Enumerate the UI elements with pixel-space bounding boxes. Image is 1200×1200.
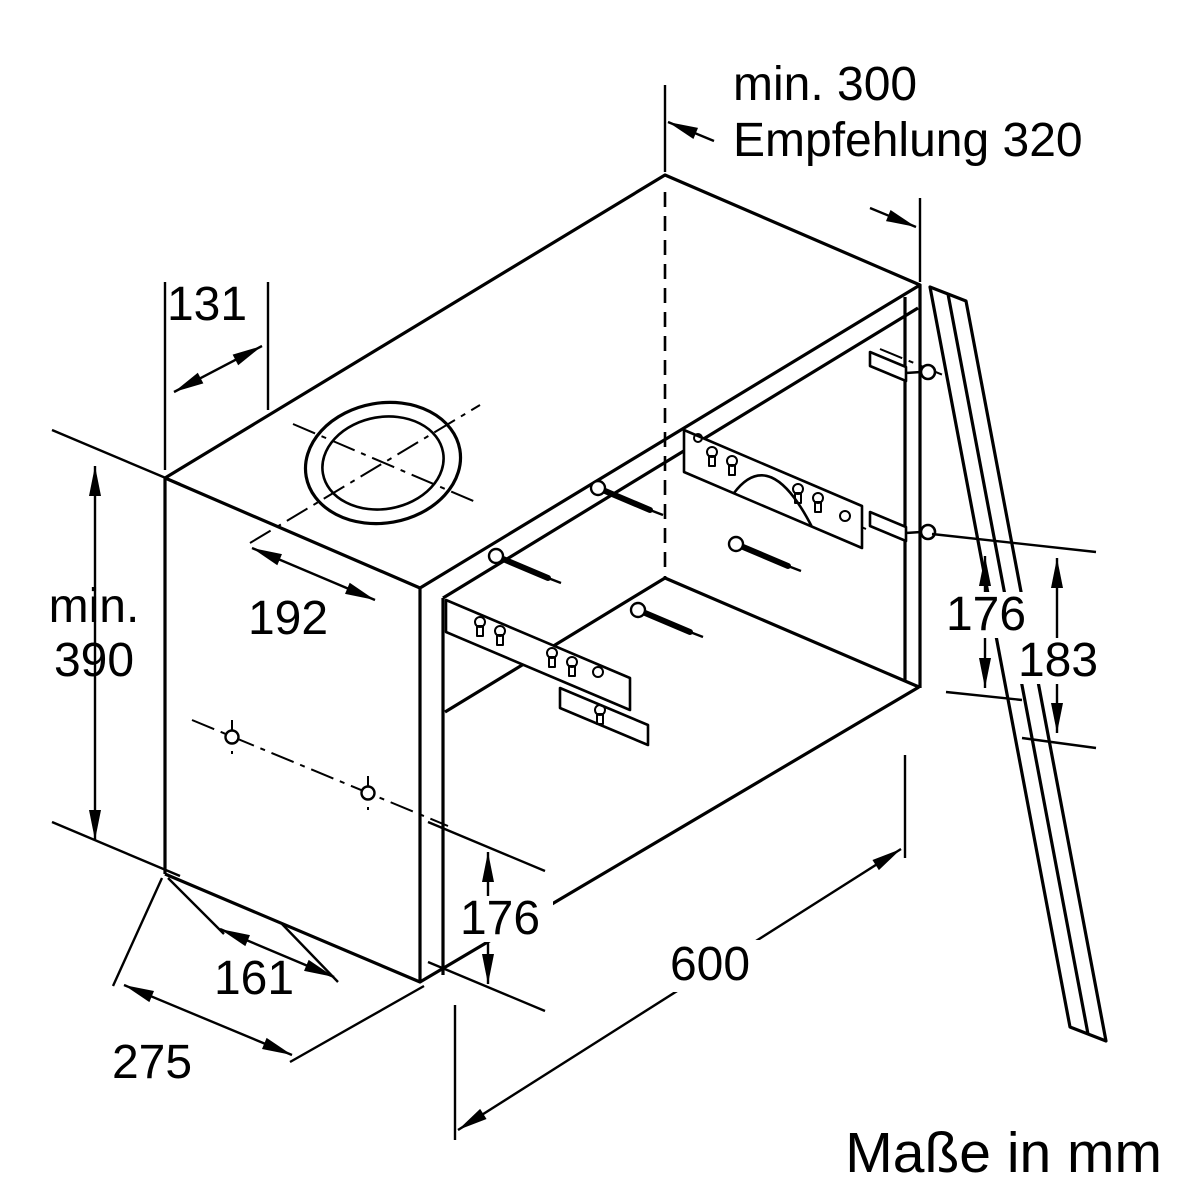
dimension-arrow [123, 983, 293, 1057]
dim-192-label: 192 [248, 592, 328, 645]
extension-lines [163, 282, 270, 470]
mounting-bracket-right [682, 428, 864, 550]
label-mask [936, 592, 1036, 638]
dim-161-label: 161 [214, 952, 294, 1005]
dim-hinge-offset-inner: 176 [931, 532, 1097, 702]
mounting-rail-left [444, 598, 650, 747]
dim-front-panel-height: 176 [427, 820, 553, 1013]
dim-600-label: 600 [670, 938, 750, 991]
extension-lines [663, 85, 922, 282]
dim-183-label: 183 [1018, 634, 1098, 687]
label-mask [1008, 638, 1108, 684]
dim-top-clearance: min. 300 Empfehlung 320 [663, 58, 1083, 282]
hinge-pins [919, 363, 937, 541]
extension-lines [931, 532, 1097, 702]
screw-tips [547, 508, 802, 639]
dimension-arrow [173, 344, 263, 394]
units-note: Maße in mm [845, 1121, 1162, 1185]
extension-lines [1021, 736, 1097, 750]
dim-bottom-total-depth: 275 [111, 877, 425, 1089]
drill-holes [224, 729, 376, 801]
dim-top-min-label: min. 300 [733, 58, 917, 111]
mounting-hardware [444, 428, 864, 747]
dim-bottom-inner-depth: 161 [167, 877, 339, 1005]
dim-hinge-offset-outer: 183 [1008, 558, 1108, 750]
keyhole-slots [474, 446, 824, 725]
screw-bodies [493, 485, 791, 635]
dim-131-label: 131 [167, 278, 247, 331]
dim-niche-height: min. 390 [49, 428, 181, 878]
dimension-arrow [251, 546, 376, 602]
extension-lines [453, 755, 907, 1140]
dimension-arrow [219, 927, 335, 979]
dim-visor-depth: 131 [163, 278, 270, 470]
door-hinges [868, 350, 937, 543]
center-lines [191, 348, 961, 827]
vent-inner-ring [321, 415, 445, 511]
screw-heads [487, 479, 745, 619]
extension-lines [51, 428, 181, 878]
dim-390-min-label: min. [49, 580, 140, 633]
dim-body-depth: 192 [248, 546, 376, 645]
label-mask [652, 940, 768, 992]
extension-lines [111, 877, 425, 1064]
vent-outer-ring [303, 400, 463, 526]
dim-top-rec-label: Empfehlung 320 [733, 114, 1083, 167]
dimension-arrow [869, 206, 917, 229]
dimension-arrow [667, 120, 715, 143]
vent-opening [303, 400, 463, 526]
dim-176-front-label: 176 [460, 892, 540, 945]
dim-390-value-label: 390 [54, 634, 134, 687]
hinge-arms [868, 350, 922, 543]
dim-275-label: 275 [112, 1036, 192, 1089]
bracket-holes [592, 433, 851, 678]
dim-cabinet-width: 600 [453, 755, 907, 1140]
dim-176-right-label: 176 [946, 588, 1026, 641]
